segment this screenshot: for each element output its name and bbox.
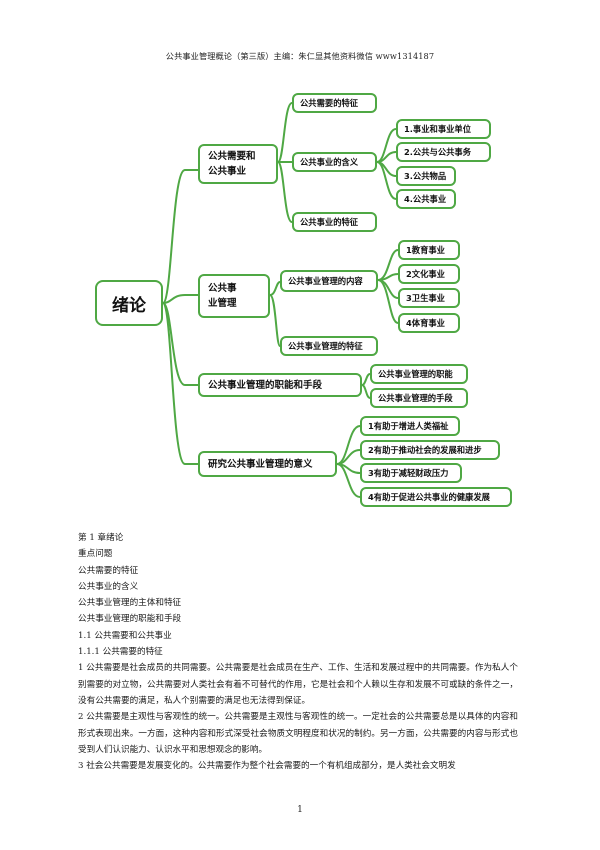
item-culture: 2文化事业 xyxy=(398,264,460,284)
paragraph-1: 1 公共需要是社会成员的共同需要。公共需要是社会成员在生产、工作、生活和发展过程… xyxy=(78,663,518,706)
item-education: 1教育事业 xyxy=(398,240,460,260)
key-question-4: 公共事业管理的职能和手段 xyxy=(78,614,182,625)
item-healthy-development: 4有助于促进公共事业的健康发展 xyxy=(360,487,512,507)
item-public-goods: 3.公共物品 xyxy=(396,166,456,186)
item-human-welfare: 1有助于增进人类福祉 xyxy=(360,416,460,436)
key-questions-heading: 重点问题 xyxy=(78,549,113,560)
item-fiscal-pressure: 3有助于减轻财政压力 xyxy=(360,463,462,483)
item-public-cause: 4.公共事业 xyxy=(396,189,456,209)
item-cause-and-unit: 1.事业和事业单位 xyxy=(396,119,491,139)
node-public-affairs-features: 公共事业的特征 xyxy=(292,212,377,232)
chapter-title: 第 1 章绪论 xyxy=(78,533,124,543)
item-sports: 4体育事业 xyxy=(398,313,460,333)
branch-public-needs-and-affairs: 公共需要和 公共事业 xyxy=(198,144,278,184)
node-management-features: 公共事业管理的特征 xyxy=(280,336,378,356)
branch-research-significance: 研究公共事业管理的意义 xyxy=(198,451,337,477)
section-heading: 1.1 公共需要和公共事业 xyxy=(78,630,172,641)
mind-map: 绪论 公共需要和 公共事业 公共需要的特征 公共事业的含义 1.事业和事业单位 … xyxy=(95,93,512,507)
subsection-heading: 1.1.1 公共需要的特征 xyxy=(78,647,163,658)
key-question-2: 公共事业的含义 xyxy=(78,581,139,592)
branch-functions-and-means: 公共事业管理的职能和手段 xyxy=(198,373,362,397)
page-number: 1 xyxy=(297,805,303,815)
node-public-affairs-meaning: 公共事业的含义 xyxy=(292,152,377,172)
body-text: 第 1 章绪论 重点问题 公共需要的特征 公共事业的含义 公共事业管理的主体和特… xyxy=(78,530,518,774)
page-header: 公共事业管理概论（第三版）主编：朱仁显其他资料微信 www1314187 xyxy=(165,51,435,61)
paragraph-3: 3 社会公共需要是发展变化的。公共需要作为整个社会需要的一个有机组成部分，是人类… xyxy=(78,761,456,772)
key-question-3: 公共事业管理的主体和特征 xyxy=(78,598,182,609)
node-management-content: 公共事业管理的内容 xyxy=(280,270,378,292)
node-public-needs-features: 公共需要的特征 xyxy=(292,93,377,113)
paragraph-2: 2 公共需要是主观性与客观性的统一。公共需要是主观性与客观性的统一。一定社会的公… xyxy=(78,712,518,755)
item-health: 3卫生事业 xyxy=(398,288,460,308)
mind-map-root: 绪论 xyxy=(95,280,163,326)
mind-map-connectors xyxy=(162,102,399,498)
node-management-functions: 公共事业管理的职能 xyxy=(370,364,468,384)
node-management-means: 公共事业管理的手段 xyxy=(370,388,468,408)
item-public-and-affairs: 2.公共与公共事务 xyxy=(396,142,491,162)
item-social-progress: 2有助于推动社会的发展和进步 xyxy=(360,440,500,460)
key-question-1: 公共需要的特征 xyxy=(78,565,139,576)
branch-public-affairs-management: 公共事 业管理 xyxy=(198,274,270,318)
